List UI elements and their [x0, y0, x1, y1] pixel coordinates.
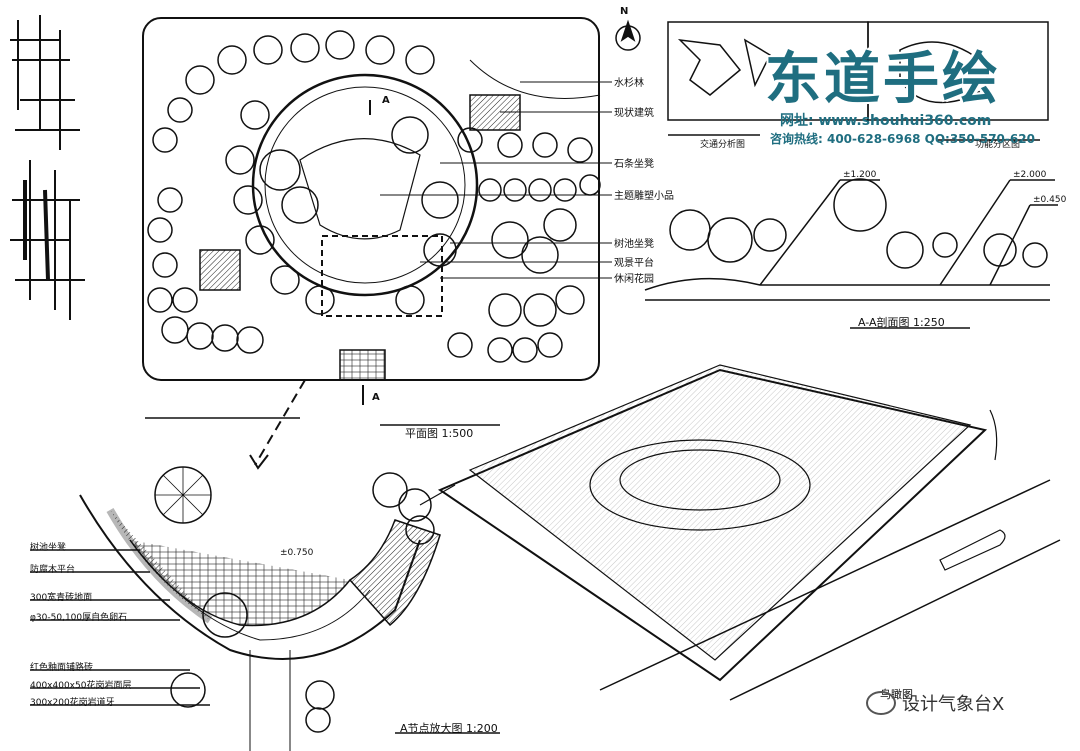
- plan-label-water-forest: 水杉林: [614, 78, 644, 89]
- sketch-label-traffic: 交通分析图: [700, 140, 746, 150]
- plan-title: 平面图 1:500: [405, 427, 474, 440]
- plan-label-existing-building: 现状建筑: [614, 108, 654, 119]
- aerial-view: [419, 364, 1061, 701]
- tree-canopies: [147, 30, 601, 363]
- section-title: A-A剖面图 1:250: [858, 316, 945, 329]
- watermark-text: 设计气象台X: [902, 694, 1005, 715]
- wechat-watermark: 设计气象台X: [866, 690, 1004, 716]
- detail-label-granite: 400x400x50花岗岩面层: [30, 681, 132, 691]
- detail-label-brick: 300宽青砖地面: [30, 593, 93, 603]
- detail-label-tree-bench: 树池坐凳: [30, 543, 67, 553]
- plan-label-sculpture: 主题雕塑小品: [614, 191, 674, 202]
- brand-name: 东道手绘: [765, 47, 1001, 112]
- sketch-label-function: 功能分区图: [975, 140, 1021, 150]
- section-a-a: [644, 178, 1058, 329]
- north-label: N: [620, 6, 629, 17]
- detail-view: [30, 466, 500, 751]
- plan-label-viewing-platform: 观景平台: [614, 258, 654, 269]
- concept-sketch: [10, 15, 85, 320]
- elevation-3: ±0.450: [1033, 195, 1067, 205]
- plan-leaders: [380, 81, 612, 279]
- section-mark-top: A: [382, 95, 390, 106]
- detail-label-deck: 防腐木平台: [30, 565, 76, 575]
- north-arrow: [615, 19, 641, 51]
- plan-label-tree-bench: 树池坐凳: [614, 239, 654, 250]
- plan-label-stone-bench: 石条坐凳: [614, 159, 654, 170]
- detail-label-red-brick: 红色釉面铺路砖: [30, 663, 94, 673]
- detail-label-pebble: φ30-50,100厚自色卵石: [30, 613, 128, 623]
- analysis-sketches: [667, 21, 1049, 141]
- plan-label-leisure-garden: 休闲花园: [614, 274, 654, 285]
- detail-title: A节点放大图 1:200: [400, 722, 498, 735]
- wechat-icon: [866, 691, 896, 715]
- brand-url: 网址: www.shouhui360.com: [780, 113, 992, 129]
- elevation-4: ±0.750: [280, 548, 314, 558]
- elevation-2: ±2.000: [1013, 170, 1047, 180]
- detail-label-curb: 300x200花岗岩道牙: [30, 698, 115, 708]
- elevation-1: ±1.200: [843, 170, 877, 180]
- section-mark-bottom: A: [372, 392, 380, 403]
- brand-contact: 咨询热线: 400-628-6968 QQ:350-570-620: [770, 132, 1035, 146]
